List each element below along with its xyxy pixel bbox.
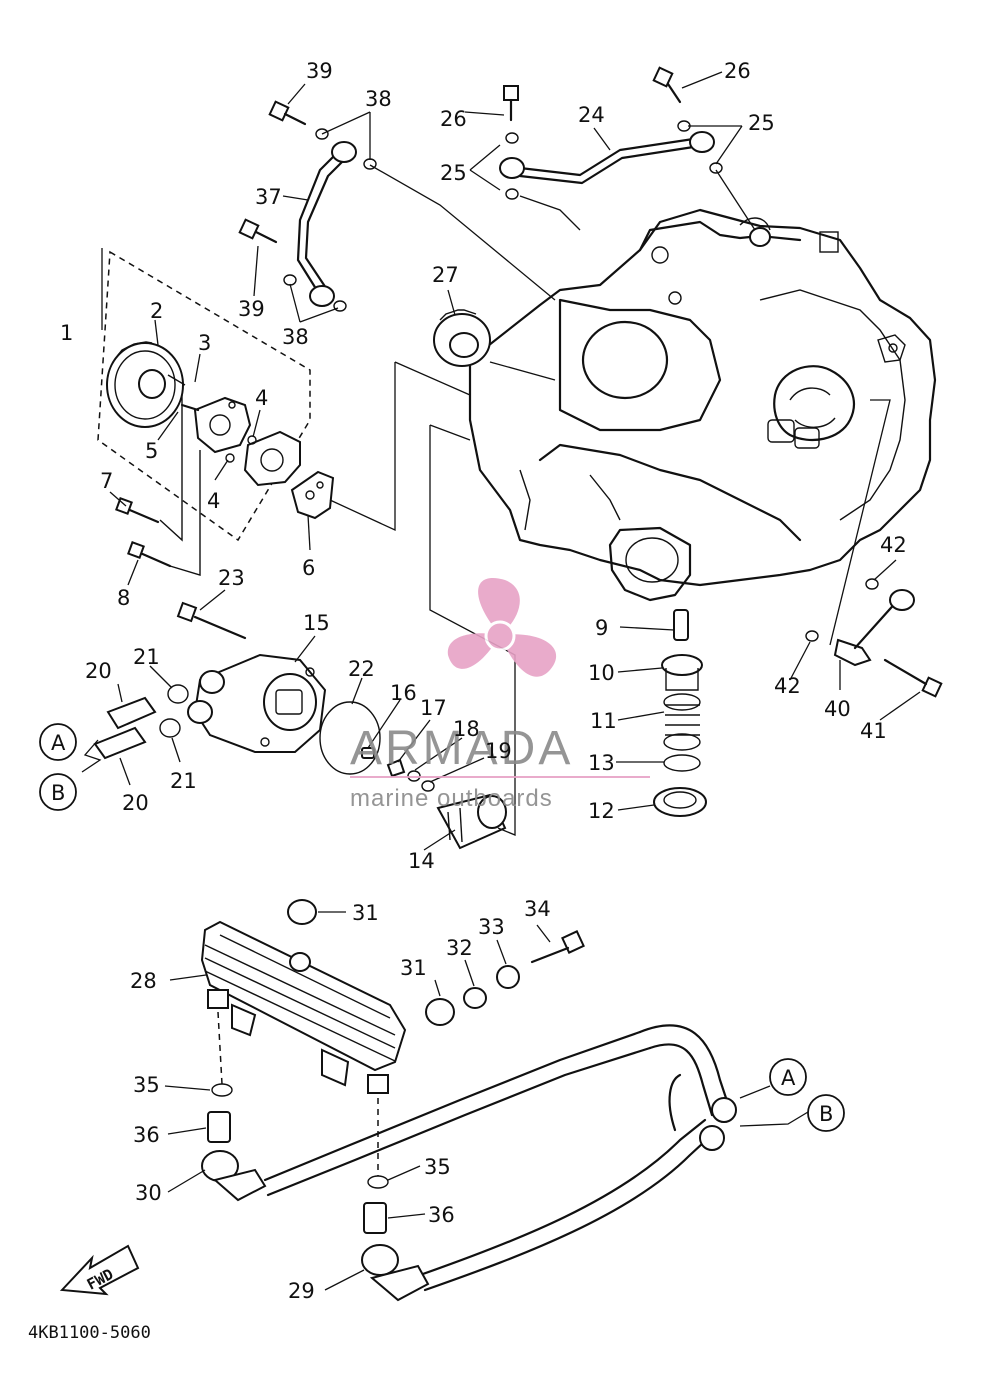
bolt-39-upper [268,100,307,126]
port-a-right-label: A [781,1066,796,1090]
crankcase [468,208,937,602]
port-b-left-label: B [51,781,65,805]
port-b-left: B [39,773,77,811]
diagram-code: 4KB1100-5060 [28,1323,151,1343]
label-35a: 35 [133,1073,160,1097]
label-16: 16 [390,681,417,705]
strainer-parts [653,609,707,817]
armada-watermark: ARMADA marine outboards [350,578,650,812]
label-25b: 25 [748,111,775,135]
label-2: 2 [150,299,163,323]
label-41: 41 [860,719,887,743]
label-40: 40 [824,697,851,721]
gear-27 [433,309,491,367]
label-34: 34 [524,897,551,921]
port-a-left: A [39,723,77,761]
oil-pipe-37 [283,128,377,312]
label-35b: 35 [424,1155,451,1179]
label-20a: 20 [85,659,112,683]
label-31b: 31 [400,956,427,980]
sensor-parts [805,578,943,698]
label-33: 33 [478,915,505,939]
label-14: 14 [408,849,435,873]
label-4a: 4 [255,386,268,410]
label-37: 37 [255,185,282,209]
pump-bolts [115,395,201,576]
filter-small-parts [361,747,435,792]
label-22: 22 [348,657,375,681]
port-b-right: B [807,1094,845,1132]
label-26a: 26 [440,107,467,131]
label-38a: 38 [365,87,392,111]
label-10: 10 [588,661,615,685]
hose-30 [201,1024,732,1202]
bolt-26-left [503,85,519,122]
port-a-right: A [769,1058,807,1096]
cooler-orings-and-collars [207,1011,389,1234]
pump-cover-plate [290,470,335,520]
reference-lines [329,164,891,836]
label-7: 7 [100,469,113,493]
label-18: 18 [453,717,480,741]
propeller-logo-icon [447,578,557,677]
label-17: 17 [420,696,447,720]
label-21a: 21 [133,645,160,669]
label-5: 5 [145,439,158,463]
port-b-right-label: B [819,1102,833,1126]
label-4b: 4 [207,489,220,513]
bolt-39-lower [238,218,278,244]
watermark-brand: ARMADA [350,722,573,775]
union-24-end [749,227,771,247]
label-29: 29 [288,1279,315,1303]
label-42b: 42 [774,674,801,698]
label-27: 27 [432,263,459,287]
label-6: 6 [302,556,315,580]
fittings-20 [93,696,157,760]
label-15: 15 [303,611,330,635]
bolt-23 [176,601,247,640]
port-a-left-label: A [51,731,66,755]
label-24: 24 [578,103,605,127]
label-32: 32 [446,936,473,960]
part-labels: 1 2 3 4 4 5 6 7 8 9 10 11 12 13 14 15 16… [60,59,907,1303]
label-9: 9 [595,616,608,640]
oil-pump-rotor-housing [193,396,301,487]
orings-21 [159,684,189,738]
label-26b: 26 [724,59,751,83]
label-36b: 36 [428,1203,455,1227]
watermark-tagline: marine outboards [350,785,553,812]
label-31a: 31 [352,901,379,925]
leader-lines [81,71,921,1291]
label-3: 3 [198,331,211,355]
hose-29 [361,1073,737,1302]
label-28: 28 [130,969,157,993]
label-39b: 39 [238,297,265,321]
bolt-26-right [652,66,682,104]
label-8: 8 [117,586,130,610]
label-13: 13 [588,751,615,775]
label-38b: 38 [282,325,309,349]
fwd-arrow-icon: FWD [59,1244,140,1296]
label-30: 30 [135,1181,162,1205]
oring-22 [319,701,381,775]
label-42a: 42 [880,533,907,557]
label-39a: 39 [306,59,333,83]
label-25a: 25 [440,161,467,185]
label-21b: 21 [170,769,197,793]
oil-pipe-24 [499,120,723,200]
label-11: 11 [590,709,617,733]
label-19: 19 [485,739,512,763]
label-36a: 36 [133,1123,160,1147]
label-1: 1 [60,321,73,345]
label-23: 23 [218,566,245,590]
oil-pump-gear [106,341,186,428]
cooler-mounting-parts [287,899,585,1026]
oil-filter-14 [436,793,507,850]
filter-housing-15 [187,653,327,753]
label-12: 12 [588,799,615,823]
label-20b: 20 [122,791,149,815]
oil-cooler-28 [200,920,407,1094]
